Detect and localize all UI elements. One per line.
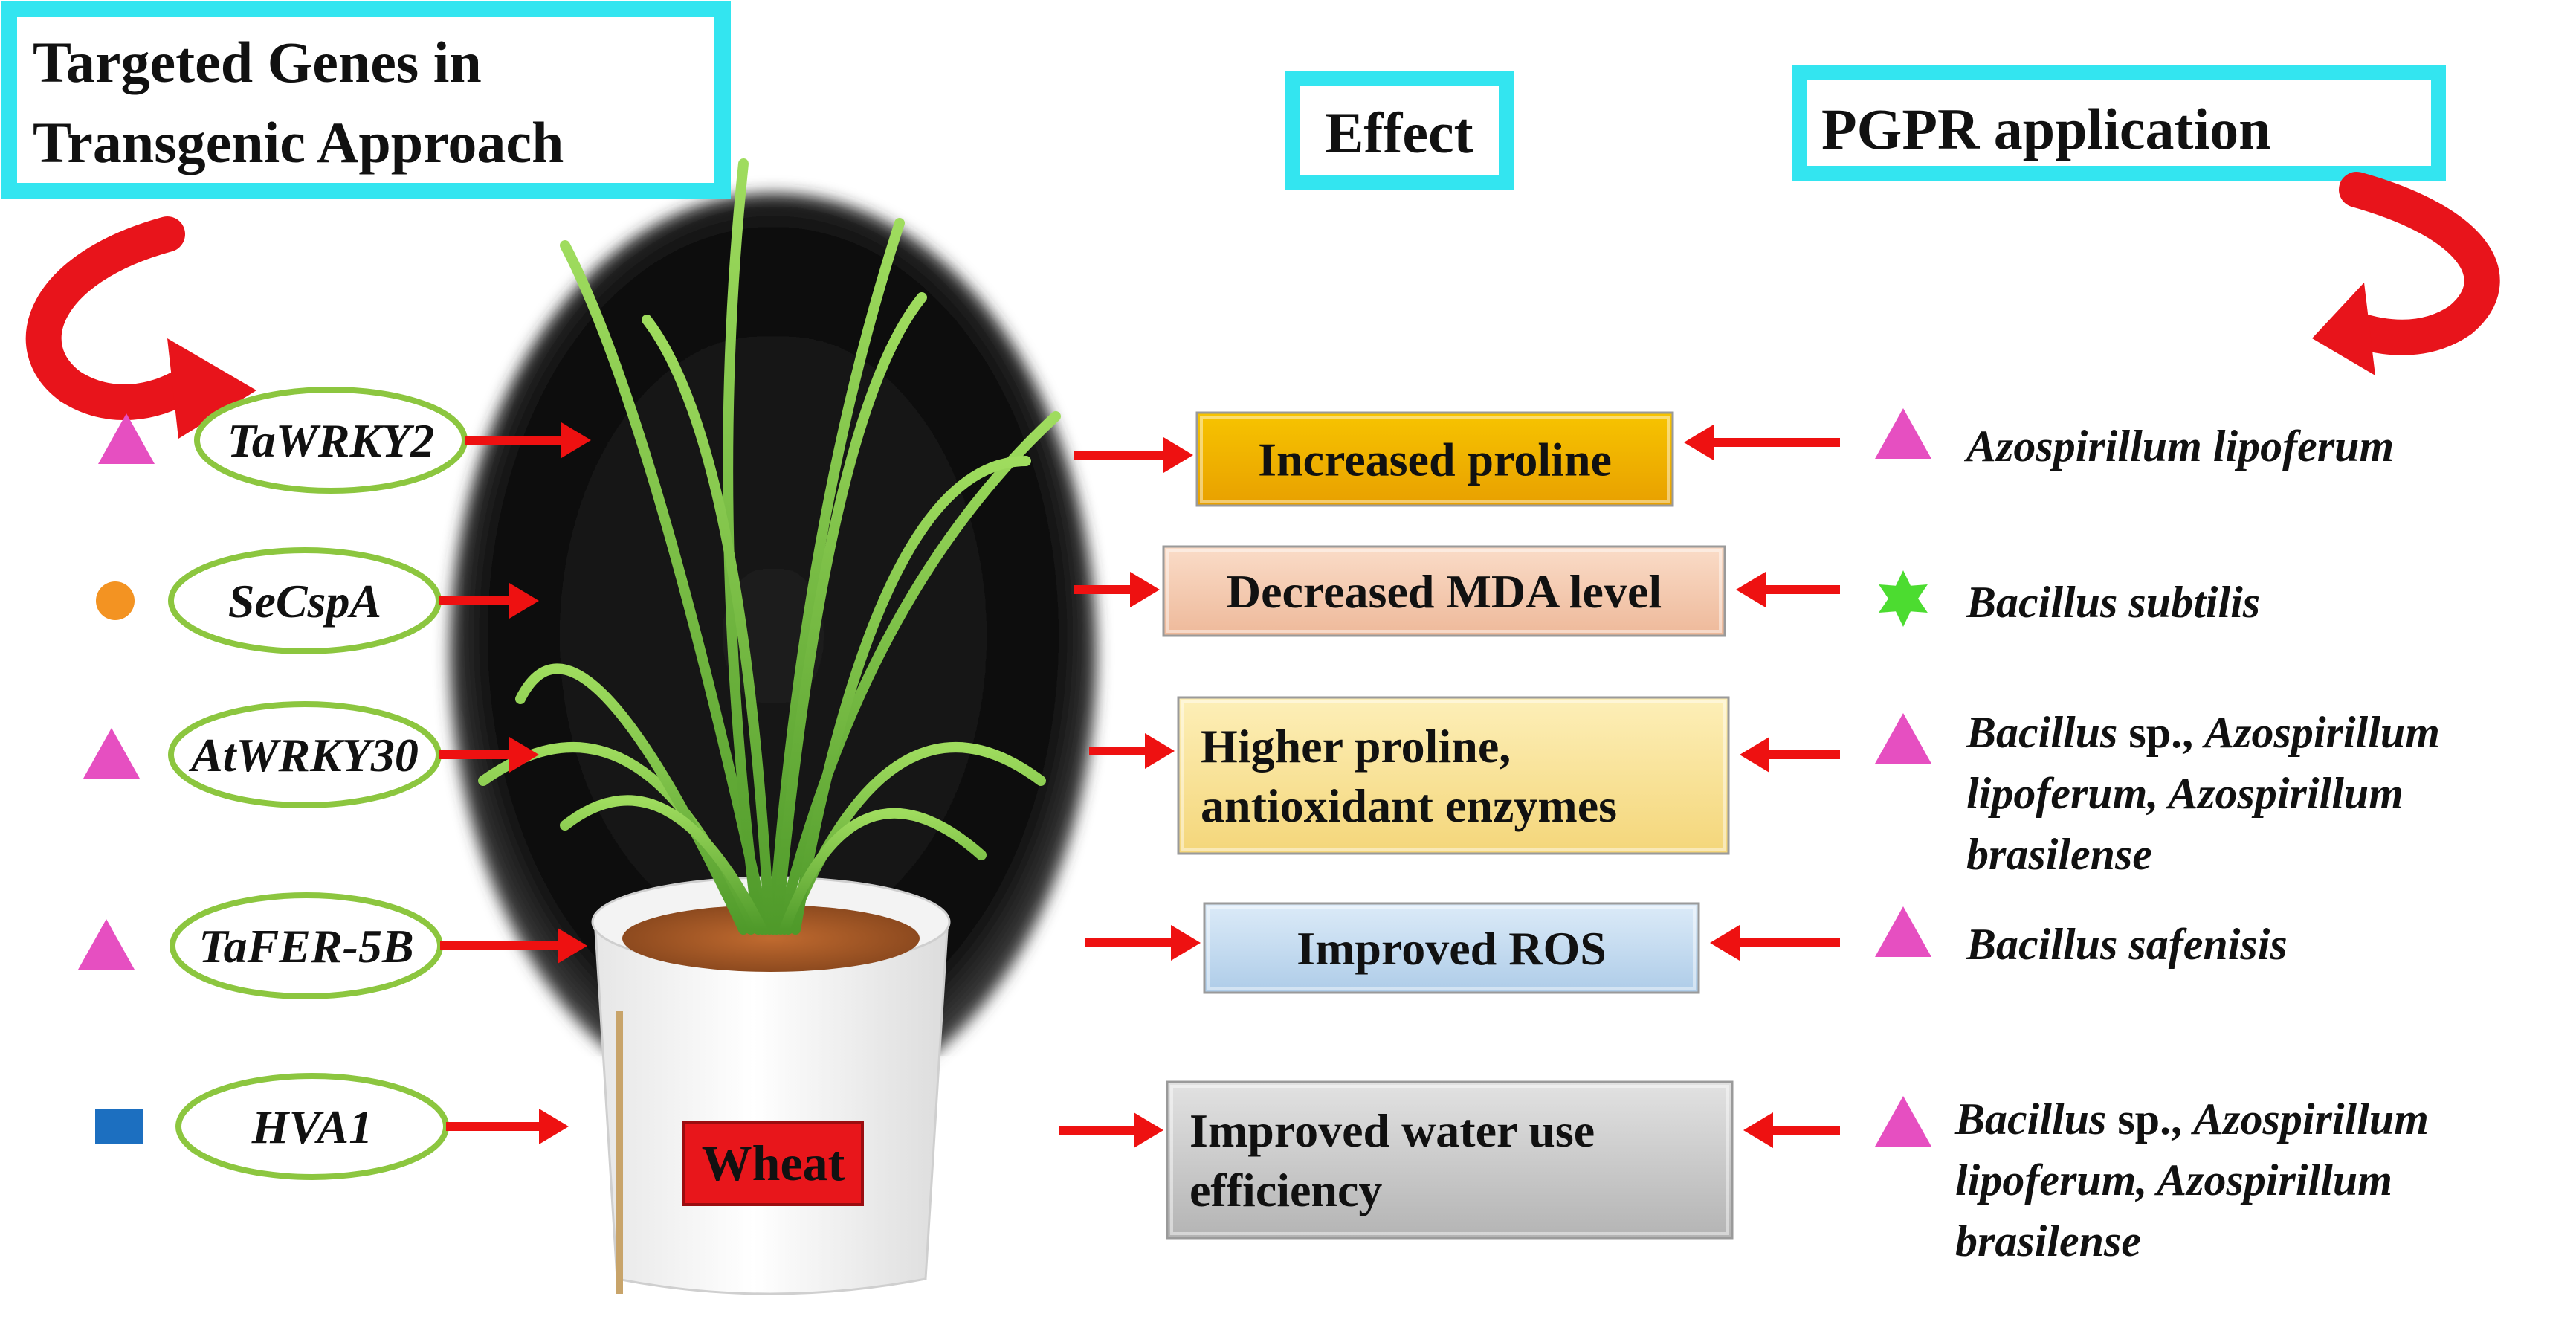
effect-in-arrow: [1089, 733, 1175, 769]
gene-item: AtWRKY30: [83, 701, 539, 808]
effect-item: Decreased MDA level: [1074, 545, 1840, 637]
effect-label: Decreased MDA level: [1227, 565, 1662, 618]
wheat-leaves: [478, 158, 1061, 935]
pgpr-to-effect-arrow: [1684, 425, 1840, 460]
gene-item: TaFER-5B: [78, 892, 587, 999]
effect-label: Higher proline,: [1201, 720, 1511, 773]
effect-box: [1177, 696, 1730, 855]
gene-label: HVA1: [251, 1100, 372, 1153]
effect-item: Improved water use efficiency: [1059, 1080, 1840, 1240]
gene-arrow: [465, 422, 591, 458]
header-targeted-genes-line-1: Targeted Genes in: [33, 30, 482, 94]
pgpr-label: Bacillus safenisis: [1966, 920, 2288, 969]
pgpr-label: brasilense: [1955, 1216, 2141, 1266]
pgpr-to-effect-arrow: [1740, 737, 1840, 773]
header-targeted-genes: Targeted Genes in Transgenic Approach: [1, 1, 731, 199]
pgpr-item: Bacillus sp., Azospirillum lipoferum, Azo…: [1875, 708, 2440, 879]
triangle-marker-icon: [78, 919, 135, 970]
pgpr-label: lipoferum, Azospirillum: [1966, 769, 2404, 818]
circle-marker-icon: [96, 581, 135, 620]
pgpr-item: Bacillus sp., Azospirillum lipoferum, Azo…: [1875, 1095, 2429, 1266]
effect-item: Higher proline, antioxidant enzymes: [1089, 696, 1840, 855]
gene-arrow: [439, 737, 539, 773]
wheat-leaf: [768, 218, 905, 935]
wheat-leaf: [779, 808, 987, 935]
effect-box: [1203, 902, 1700, 994]
wheat-leaf: [775, 411, 1061, 935]
gene-label: SeCspA: [228, 575, 381, 628]
gene-arrow: [440, 928, 587, 964]
triangle-marker-icon: [1875, 906, 1931, 957]
curved-arrow-right: [2312, 172, 2500, 375]
gene-item: HVA1: [95, 1073, 569, 1180]
pgpr-to-effect-arrow: [1736, 572, 1840, 607]
effect-label: efficiency: [1189, 1164, 1382, 1216]
pgpr-label: Bacillus sp., Azospirillum: [1966, 708, 2440, 757]
pgpr-item: Bacillus safenisis: [1875, 906, 2288, 969]
effect-in-arrow: [1085, 925, 1201, 961]
effect-label: Improved ROS: [1297, 922, 1607, 975]
header-targeted-genes-line-2: Transgenic Approach: [33, 110, 564, 175]
triangle-marker-icon: [1875, 408, 1931, 459]
wheat-leaf: [642, 315, 775, 935]
effect-in-arrow: [1074, 572, 1160, 607]
gene-label: TaFER-5B: [198, 920, 413, 973]
star-marker-icon: [1879, 570, 1928, 627]
header-effect-label: Effect: [1325, 100, 1473, 165]
curved-arrow-left: [25, 216, 256, 439]
pgpr-label: lipoferum, Azospirillum: [1955, 1155, 2392, 1205]
pgpr-label: Azospirillum lipoferum: [1963, 422, 2394, 471]
wheat-leaf: [772, 292, 927, 935]
effect-box: [1162, 545, 1726, 637]
pgpr-label: Bacillus sp., Azospirillum: [1954, 1095, 2429, 1144]
triangle-marker-icon: [1875, 713, 1931, 764]
triangle-marker-icon: [98, 413, 155, 464]
gene-arrow: [439, 583, 539, 619]
wheat-leaf: [560, 240, 771, 935]
header-effect: Effect: [1285, 71, 1514, 190]
wheat-leaf: [560, 795, 767, 935]
pgpr-label: brasilense: [1966, 830, 2152, 879]
effect-item: Increased proline: [1074, 411, 1840, 507]
gene-item: SeCspA: [96, 547, 539, 654]
gene-label: TaWRKY2: [227, 414, 435, 467]
triangle-marker-icon: [83, 728, 140, 779]
wheat-leaf: [790, 456, 1031, 935]
wheat-label-box: Wheat: [682, 1121, 864, 1206]
pgpr-label: Bacillus subtilis: [1966, 578, 2260, 627]
effect-label: Improved water use: [1189, 1104, 1595, 1157]
wheat-plant-photo: [416, 158, 1130, 1295]
effect-box: [1195, 411, 1674, 507]
gene-arrow: [446, 1109, 569, 1144]
triangle-marker-icon: [1875, 1096, 1931, 1147]
square-marker-icon: [95, 1109, 143, 1144]
effect-in-arrow: [1074, 437, 1193, 473]
effect-label: Increased proline: [1258, 433, 1612, 486]
wheat-label: Wheat: [702, 1135, 845, 1191]
effect-label: antioxidant enzymes: [1201, 779, 1617, 832]
pgpr-item: Bacillus subtilis: [1879, 570, 2260, 627]
pgpr-to-effect-arrow: [1743, 1112, 1840, 1148]
gene-item: TaWRKY2: [98, 387, 591, 494]
gene-label: AtWRKY30: [188, 729, 419, 781]
effect-in-arrow: [1059, 1112, 1163, 1148]
effect-item: Improved ROS: [1085, 902, 1840, 994]
effect-box: [1166, 1080, 1734, 1240]
header-pgpr-label: PGPR application: [1821, 97, 2271, 161]
header-pgpr-application: PGPR application: [1792, 65, 2446, 181]
pgpr-item: Azospirillum lipoferum: [1875, 408, 2394, 471]
pgpr-to-effect-arrow: [1710, 925, 1840, 961]
